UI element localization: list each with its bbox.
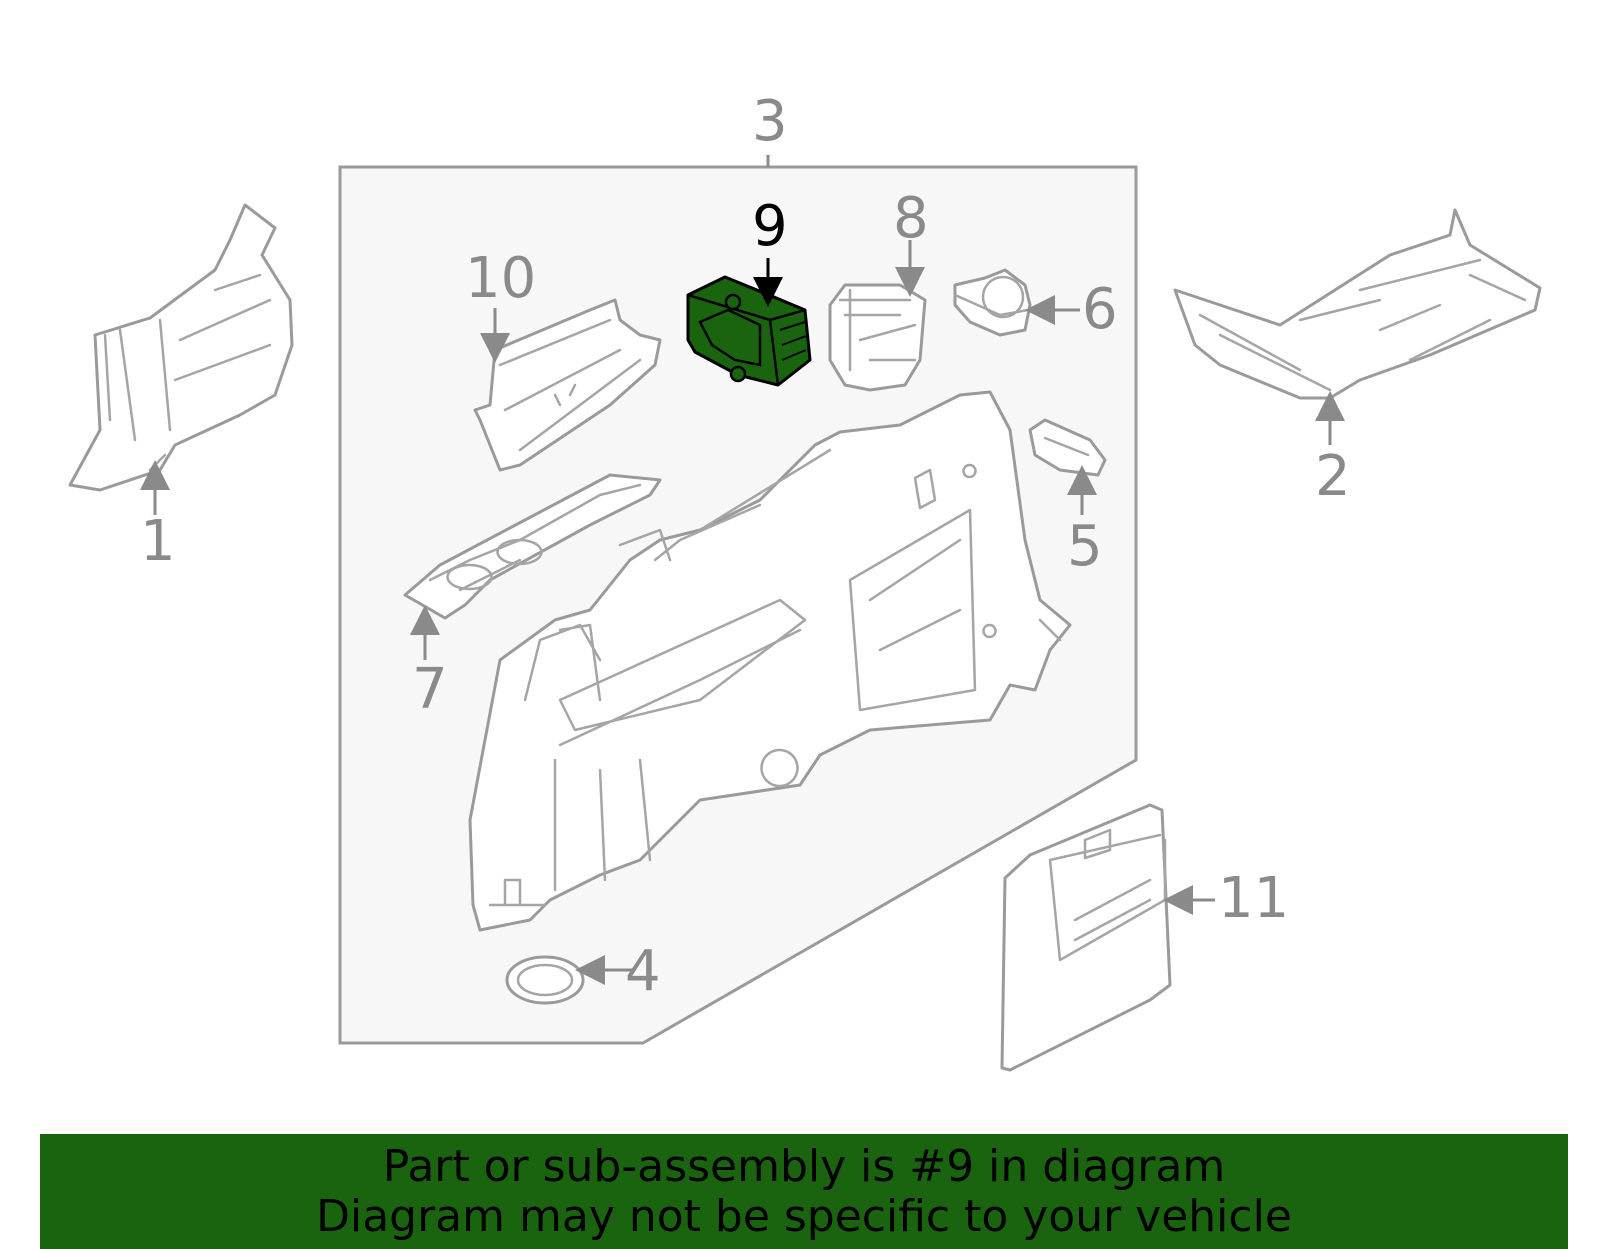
callout-4: 4 — [625, 939, 661, 1004]
callout-10: 10 — [465, 246, 536, 311]
banner-line-part: Part or sub-assembly is #9 in diagram — [382, 1141, 1226, 1192]
part-5-handle-bezel[interactable] — [1028, 418, 1107, 515]
part-11-access-cover[interactable] — [1000, 803, 1215, 1072]
callout-6: 6 — [1082, 277, 1118, 342]
part-10-support-bracket[interactable] — [473, 298, 662, 472]
callout-2: 2 — [1315, 444, 1351, 509]
callout-8: 8 — [893, 186, 929, 251]
part-6-cover-clip[interactable] — [953, 268, 1080, 337]
callout-1: 1 — [140, 509, 176, 574]
part-4-ring-grommet[interactable] — [505, 955, 632, 1005]
callout-7: 7 — [412, 657, 448, 722]
callout-9: 9 — [752, 194, 788, 259]
info-banner: Part or sub-assembly is #9 in diagram Di… — [40, 1134, 1568, 1249]
banner-line-disclaimer: Diagram may not be specific to your vehi… — [316, 1191, 1292, 1242]
callout-11: 11 — [1218, 866, 1289, 931]
callout-5: 5 — [1067, 514, 1103, 579]
part-8-outlet-housing[interactable] — [828, 240, 927, 392]
part-7-cupholder-tray[interactable] — [403, 473, 662, 660]
part-9-highlighted-module[interactable] — [686, 258, 812, 387]
part-2-rear-upper-trim[interactable] — [1173, 208, 1542, 400]
callout-3: 3 — [752, 89, 788, 154]
part-1-left-pillar-trim[interactable] — [68, 203, 294, 492]
part-3-quarter-trim-panel[interactable] — [468, 390, 1072, 932]
